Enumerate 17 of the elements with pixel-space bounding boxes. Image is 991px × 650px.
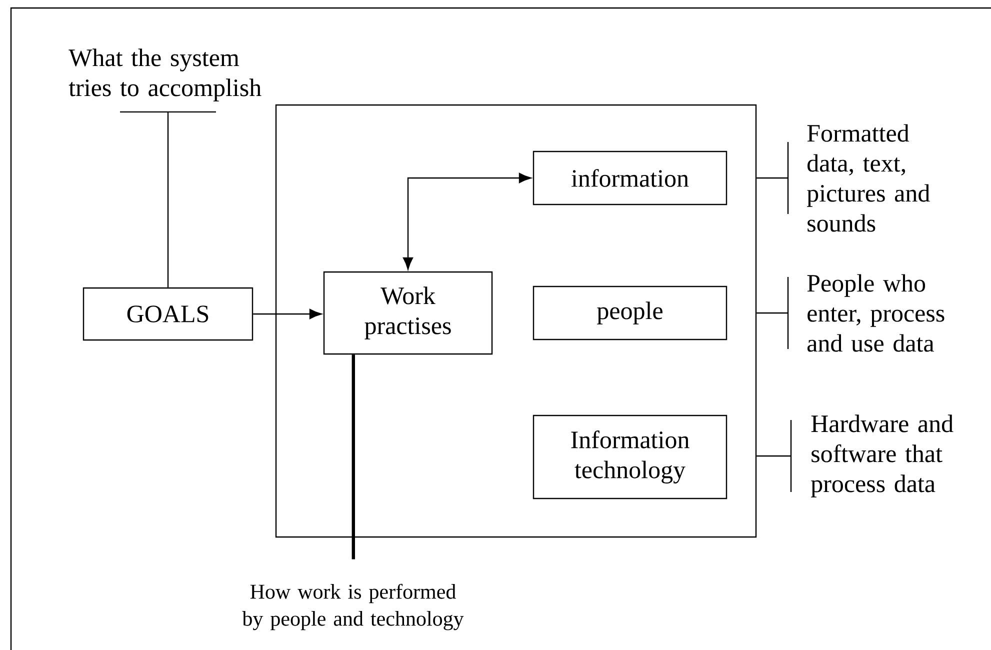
double-arrow [402, 172, 532, 270]
connector-line [119, 111, 217, 288]
connector-line [756, 141, 789, 215]
annotation-text: Hardware and software that process data [811, 414, 954, 498]
process-box: people [532, 286, 728, 340]
annotation-text: How work is performed by people and technology [242, 584, 464, 630]
process-box: Work practises [323, 271, 493, 355]
connector-line [756, 419, 792, 493]
process-box: information [532, 150, 728, 206]
process-box: GOALS [82, 287, 254, 341]
process-box: Information technology [532, 414, 728, 500]
annotation-text: Formatted data, text, pictures and sounds [807, 124, 930, 232]
connector-line [756, 276, 789, 350]
annotation-text: What the system tries to accomplish [68, 48, 262, 102]
annotation-text: People who enter, process and use data [807, 274, 944, 352]
arrow [253, 308, 322, 320]
connector-line [352, 354, 356, 560]
